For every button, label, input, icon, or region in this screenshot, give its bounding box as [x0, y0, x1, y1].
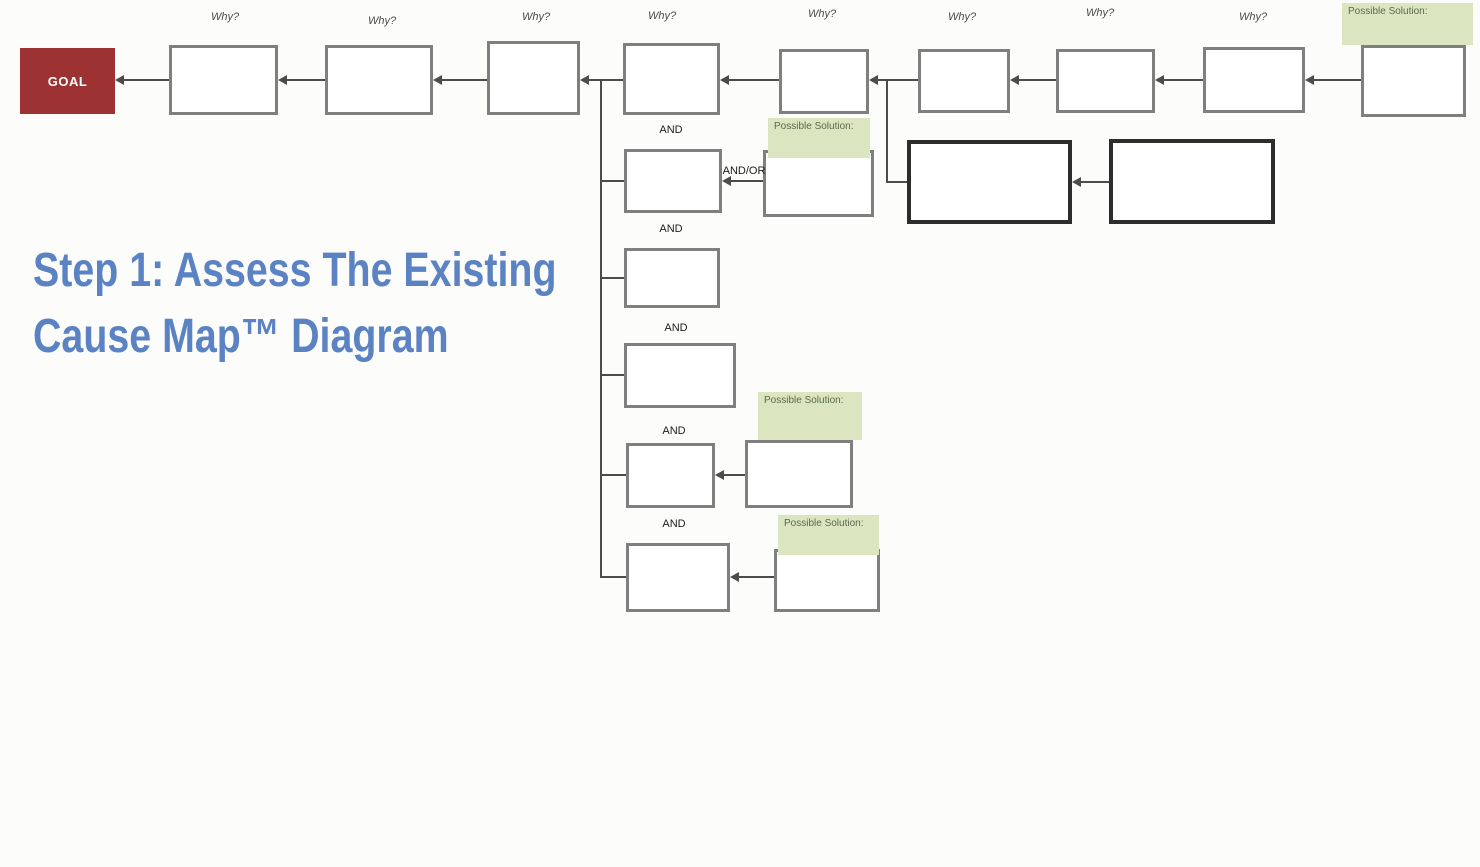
- page-title: Step 1: Assess The Existing Cause Map™ D…: [33, 238, 557, 370]
- arrow-head-left: [730, 572, 739, 582]
- possible-solution-label-4[interactable]: Possible Solution:: [778, 515, 879, 555]
- why-label: Why?: [1085, 7, 1115, 19]
- and-cause-box-1[interactable]: [624, 149, 722, 213]
- cause-box-2[interactable]: [325, 45, 433, 115]
- why-label: Why?: [1238, 11, 1268, 23]
- connector-line: [878, 79, 918, 81]
- branch-stub: [602, 374, 624, 376]
- arrow-head-left: [722, 176, 731, 186]
- cause-box-7[interactable]: [1056, 49, 1155, 113]
- cause-box-4[interactable]: [623, 43, 720, 115]
- connector-line: [1164, 79, 1203, 81]
- cause-box-6[interactable]: [918, 49, 1010, 113]
- connector-line: [287, 79, 325, 81]
- solution-box-3[interactable]: [774, 549, 880, 612]
- why-label: Why?: [647, 10, 677, 22]
- arrow-head-left: [715, 470, 724, 480]
- connector-line: [1314, 79, 1361, 81]
- and-cause-box-5[interactable]: [626, 543, 730, 612]
- connector-line: [729, 79, 779, 81]
- connector-line: [731, 180, 763, 182]
- elbow-line: [886, 181, 907, 183]
- branch-stub: [602, 180, 624, 182]
- cause-box-8[interactable]: [1203, 47, 1305, 113]
- possible-solution-label-3[interactable]: Possible Solution:: [758, 392, 862, 440]
- page-title-line-2: Cause Map™ Diagram: [33, 310, 449, 363]
- connector-line: [724, 474, 745, 476]
- and-label: AND: [662, 425, 686, 437]
- arrow-head-left: [1010, 75, 1019, 85]
- why-label: Why?: [807, 8, 837, 20]
- emphasis-box-2[interactable]: [1109, 139, 1275, 224]
- cause-box-9[interactable]: [1361, 45, 1466, 117]
- arrow-head-left: [433, 75, 442, 85]
- branch-stub: [602, 576, 626, 578]
- connector-line: [124, 79, 169, 81]
- cause-box-1[interactable]: [169, 45, 278, 115]
- and-or-label: AND/OR: [722, 165, 766, 177]
- arrow-head-left: [1072, 177, 1081, 187]
- arrow-head-left: [115, 75, 124, 85]
- arrow-head-left: [720, 75, 729, 85]
- connector-line: [1019, 79, 1056, 81]
- arrow-head-left: [869, 75, 878, 85]
- branch-stub: [602, 474, 626, 476]
- branch-stub: [602, 277, 624, 279]
- page-title-line-1: Step 1: Assess The Existing: [33, 244, 557, 297]
- and-label: AND: [659, 124, 683, 136]
- solution-box-2[interactable]: [745, 440, 853, 508]
- goal-box[interactable]: GOAL: [20, 48, 115, 114]
- arrow-head-left: [580, 75, 589, 85]
- emphasis-box-1[interactable]: [907, 140, 1072, 224]
- arrow-head-left: [278, 75, 287, 85]
- why-label: Why?: [367, 15, 397, 27]
- connector-line: [739, 576, 774, 578]
- arrow-head-left: [1305, 75, 1314, 85]
- and-cause-box-2[interactable]: [624, 248, 720, 308]
- and-label: AND: [659, 223, 683, 235]
- arrow-head-left: [1155, 75, 1164, 85]
- connector-line: [589, 79, 623, 81]
- why-label: Why?: [947, 11, 977, 23]
- why-label: Why?: [210, 11, 240, 23]
- connector-line: [1081, 181, 1109, 183]
- why-label: Why?: [521, 11, 551, 23]
- possible-solution-label-1[interactable]: Possible Solution:: [1342, 3, 1473, 45]
- possible-solution-label-2[interactable]: Possible Solution:: [768, 118, 870, 158]
- and-cause-box-4[interactable]: [626, 443, 715, 508]
- connector-line: [442, 79, 487, 81]
- trunk-line: [600, 79, 602, 578]
- elbow-line: [886, 80, 888, 183]
- and-label: AND: [664, 322, 688, 334]
- and-cause-box-3[interactable]: [624, 343, 736, 408]
- cause-box-3[interactable]: [487, 41, 580, 115]
- solution-box-1[interactable]: [763, 150, 874, 217]
- and-label: AND: [662, 518, 686, 530]
- cause-box-5[interactable]: [779, 49, 869, 114]
